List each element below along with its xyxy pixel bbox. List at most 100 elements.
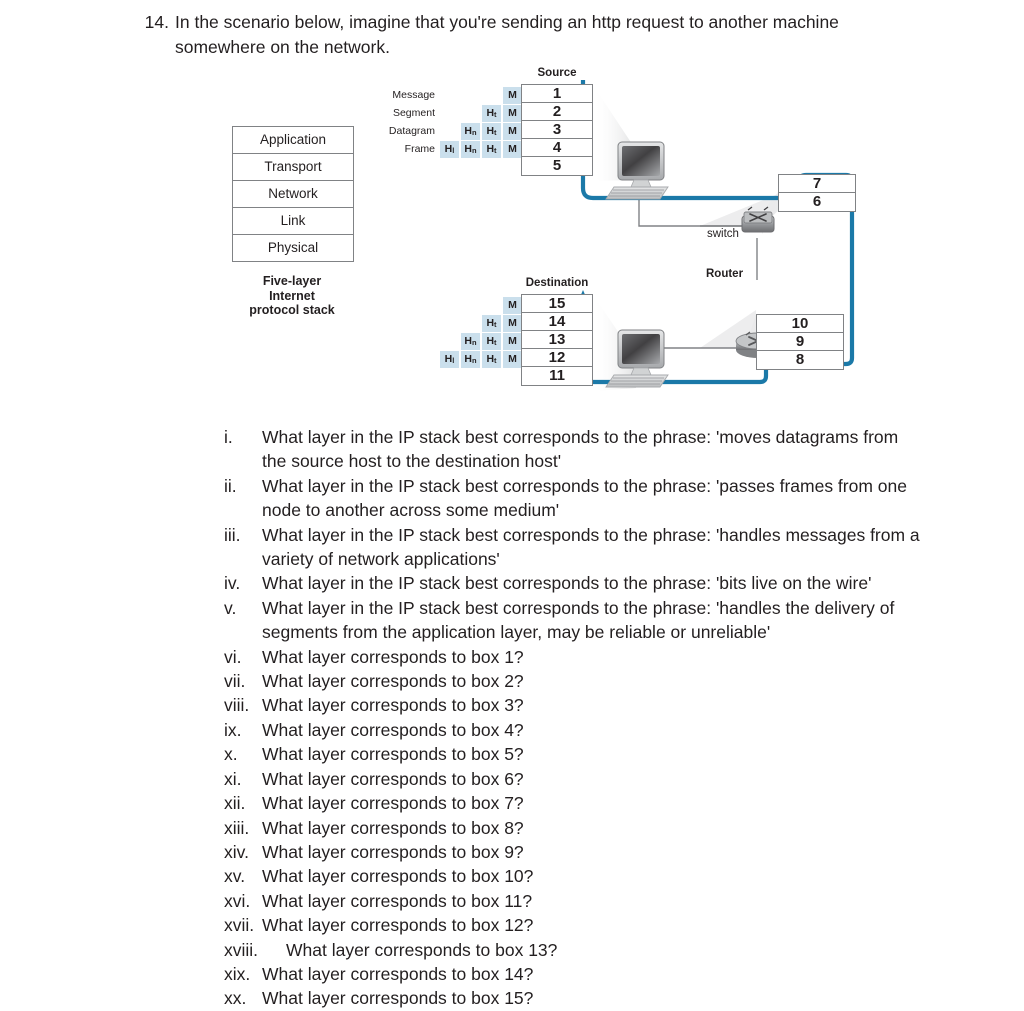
- stack-layer-link: Link: [233, 208, 353, 235]
- sub-question-marker: xi.: [224, 768, 242, 789]
- pdu-cell-m: M: [503, 296, 522, 314]
- destination-box-column: 15 14 13 12 11: [521, 294, 593, 386]
- question-text: In the scenario below, imagine that you'…: [175, 12, 839, 57]
- pdu-cell-empty: [440, 105, 459, 122]
- sub-question-text: What layer corresponds to box 8?: [262, 817, 524, 838]
- sub-question-text: What layer corresponds to box 11?: [262, 890, 533, 911]
- pdu-cell-empty: [440, 87, 459, 104]
- sub-question-text: What layer corresponds to box 7?: [262, 793, 524, 814]
- sub-question-marker: xviii.: [224, 939, 259, 960]
- switch-label: switch: [707, 228, 739, 240]
- box-15: 15: [522, 295, 592, 313]
- sub-question-item: xvii.What layer corresponds to box 12?: [224, 913, 924, 937]
- destination-computer-icon: [605, 329, 669, 388]
- five-layer-stack: Application Transport Network Link Physi…: [232, 126, 354, 262]
- pdu-row-0: M: [388, 296, 522, 314]
- sub-question-item: xviii. What layer corresponds to box 13?: [224, 938, 924, 962]
- box-3: 3: [522, 121, 592, 139]
- sub-question-text: What layer in the IP stack best correspo…: [262, 573, 872, 594]
- sub-question-item: vi. What layer corresponds to box 1?: [224, 645, 924, 669]
- stack-layer-network: Network: [233, 181, 353, 208]
- question-number: 14.: [144, 12, 169, 32]
- sub-question-marker: xii.: [224, 793, 246, 814]
- sub-question-item: x.What layer corresponds to box 5?: [224, 742, 924, 766]
- sub-question-text: What layer corresponds to box 9?: [262, 841, 524, 862]
- box-8: 8: [795, 351, 805, 368]
- pdu-cell-empty: [461, 297, 480, 314]
- box-13: 13: [522, 331, 592, 349]
- source-computer-icon: [605, 141, 669, 200]
- box-1: 1: [522, 85, 592, 103]
- sub-question-marker: vi.: [224, 646, 242, 667]
- box-14: 14: [522, 313, 592, 331]
- stack-layer-transport: Transport: [233, 154, 353, 181]
- protocol-stack-figure: Application Transport Network Link Physi…: [0, 58, 1024, 403]
- box-9: 9: [757, 333, 843, 351]
- sub-question-text: What layer corresponds to box 2?: [262, 671, 524, 692]
- sub-question-marker: xix.: [224, 963, 251, 984]
- sub-question-marker: xiv.: [224, 841, 249, 862]
- destination-title: Destination: [525, 277, 589, 289]
- sub-question-item: i.What layer in the IP stack best corres…: [224, 425, 924, 474]
- sub-question-text: What layer corresponds to box 1?: [262, 646, 524, 667]
- pdu-cell-m: M: [503, 140, 522, 158]
- stack-layer-application: Application: [233, 127, 353, 154]
- sub-question-item: vii. What layer corresponds to box 2?: [224, 669, 924, 693]
- box-5: 5: [552, 157, 562, 174]
- sub-question-text: What layer corresponds to box 3?: [262, 695, 524, 716]
- pdu-cell-m: M: [503, 314, 522, 332]
- source-title: Source: [537, 67, 577, 79]
- sub-question-text: What layer in the IP stack best correspo…: [262, 597, 895, 643]
- pdu-cell-empty: [461, 87, 480, 104]
- sub-question-marker: xvi.: [224, 890, 251, 911]
- box-4: 4: [522, 139, 592, 157]
- sub-question-item: iv.What layer in the IP stack best corre…: [224, 571, 924, 595]
- sub-question-marker: xv.: [224, 866, 246, 887]
- switch-box-column: 7 6: [778, 174, 856, 212]
- sub-question-text: What layer corresponds to box 10?: [262, 866, 534, 887]
- sub-question-text: What layer corresponds to box 13?: [286, 939, 558, 960]
- pdu-cell-empty: [440, 315, 459, 332]
- pdu-name: Segment: [392, 107, 435, 119]
- sub-question-text: What layer corresponds to box 15?: [262, 988, 534, 1009]
- sub-question-text: What layer in the IP stack best correspo…: [262, 524, 920, 570]
- box-11: 11: [549, 367, 565, 384]
- router-label: Router: [706, 268, 744, 280]
- pdu-cell-m: M: [503, 86, 522, 104]
- sub-question-marker: viii.: [224, 695, 250, 716]
- pdu-cell-empty: [482, 87, 501, 104]
- sub-question-marker: xx.: [224, 988, 247, 1009]
- sub-question-item: xx. What layer corresponds to box 15?: [224, 986, 924, 1010]
- pdu-cell-empty: [440, 333, 459, 350]
- sub-question-marker: x.: [224, 744, 238, 765]
- pdu-cell-empty: [482, 297, 501, 314]
- pdu-cell-m: M: [503, 350, 522, 368]
- sub-question-item: xvi. What layer corresponds to box 11?: [224, 889, 924, 913]
- sub-question-text: What layer in the IP stack best correspo…: [262, 427, 899, 472]
- sub-question-text: What layer in the IP stack best correspo…: [262, 475, 907, 521]
- sub-question-text: What layer corresponds to box 6?: [262, 768, 524, 789]
- sub-question-marker: vii.: [224, 671, 246, 692]
- box-2: 2: [522, 103, 592, 121]
- pdu-cell-empty: [461, 315, 480, 332]
- pdu-cell-m: M: [503, 104, 522, 122]
- sub-question-marker: ii.: [224, 475, 237, 496]
- sub-question-item: xv. What layer corresponds to box 10?: [224, 864, 924, 888]
- sub-question-item: v.What layer in the IP stack best corres…: [224, 596, 924, 645]
- pdu-name: Frame: [404, 143, 435, 155]
- sub-question-item: iii.What layer in the IP stack best corr…: [224, 523, 924, 572]
